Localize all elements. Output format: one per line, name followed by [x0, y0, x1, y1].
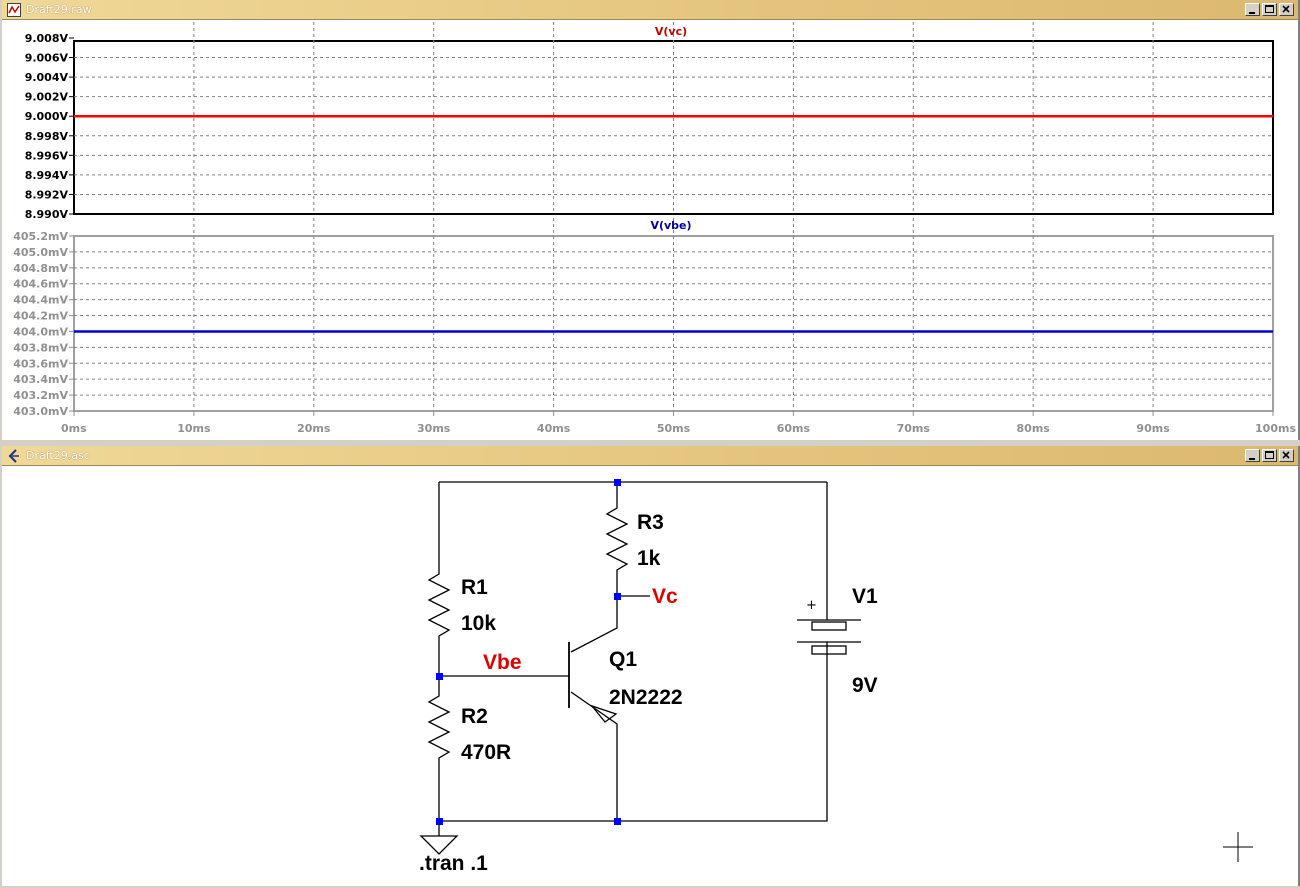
crosshair-cursor-icon: [1223, 832, 1253, 862]
close-button[interactable]: [1279, 3, 1294, 16]
q1-collector[interactable]: [570, 596, 618, 653]
vc-y-tick-label: 8.990V: [25, 208, 69, 221]
x-tick-label: 70ms: [897, 422, 931, 435]
x-tick-label: 80ms: [1017, 422, 1051, 435]
waveform-app-icon: [7, 3, 21, 17]
maximize-button[interactable]: [1262, 449, 1277, 462]
x-tick-label: 100ms: [1255, 422, 1296, 435]
schematic-canvas[interactable]: R1 10k R2 470R R3 1k Q1 2N2222 V1 9V + V…: [2, 466, 1298, 884]
x-tick-label: 60ms: [777, 422, 811, 435]
r2-name[interactable]: R2: [461, 705, 488, 728]
ground-icon[interactable]: [419, 835, 459, 855]
vbe-y-tick-label: 403.8mV: [13, 341, 68, 354]
x-tick-label: 90ms: [1136, 422, 1170, 435]
x-tick-label: 50ms: [657, 422, 691, 435]
net-label-vbe[interactable]: Vbe: [483, 651, 522, 674]
vbe-y-ticks: 405.2mV 405.0mV 404.8mV 404.6mV 404.4mV 404.2…: [13, 230, 74, 418]
vbe-y-tick-label: 403.4mV: [13, 373, 68, 386]
v1-plus-sign: +: [806, 598, 817, 613]
minimize-button[interactable]: [1245, 3, 1260, 16]
vc-y-ticks: 9.008V 9.006V 9.004V 9.002V 9.000V 8.998V 8.99…: [25, 32, 74, 221]
vc-y-tick-label: 9.006V: [25, 52, 69, 65]
vc-y-tick-label: 8.998V: [25, 130, 69, 143]
schematic-wires: [419, 481, 1253, 862]
schematic-app-icon: [8, 449, 19, 463]
vc-y-tick-label: 9.002V: [25, 91, 69, 104]
schematic-nodes: [436, 479, 621, 825]
v1-name[interactable]: V1: [852, 585, 878, 608]
r3-value[interactable]: 1k: [637, 547, 661, 570]
close-button[interactable]: [1279, 449, 1294, 462]
r1-name[interactable]: R1: [461, 576, 488, 599]
schematic-window-title: Draft29.asc: [26, 449, 90, 462]
minimize-icon: [1249, 458, 1255, 460]
wire-bottom[interactable]: [439, 650, 828, 822]
net-label-vc[interactable]: Vc: [652, 585, 678, 608]
x-tick-label: 10ms: [177, 422, 211, 435]
node-vbe[interactable]: [436, 673, 443, 680]
x-tick-label: 40ms: [537, 422, 571, 435]
resistor-r3[interactable]: [605, 482, 629, 596]
vc-pane[interactable]: 9.008V 9.006V 9.004V 9.002V 9.000V 8.998V 8.99…: [25, 22, 1274, 221]
minimize-button[interactable]: [1245, 449, 1260, 462]
v1-value[interactable]: 9V: [852, 674, 878, 697]
vbe-trace-label[interactable]: V(vbe): [650, 219, 691, 232]
vbe-y-tick-label: 403.0mV: [13, 405, 68, 418]
x-tick-label: 0ms: [61, 422, 87, 435]
minimize-icon: [1249, 12, 1255, 14]
q1-emitter[interactable]: [570, 691, 618, 821]
vc-y-tick-label: 8.996V: [25, 149, 69, 162]
vbe-y-tick-label: 405.2mV: [13, 230, 68, 243]
maximize-icon: [1265, 451, 1274, 459]
x-tick-label: 30ms: [417, 422, 451, 435]
spice-directive[interactable]: .tran .1: [419, 852, 488, 875]
close-icon: [1282, 5, 1290, 13]
maximize-button[interactable]: [1262, 3, 1277, 16]
resistor-r1[interactable]: [427, 568, 451, 646]
q1-name[interactable]: Q1: [609, 648, 637, 671]
vbe-y-tick-label: 404.6mV: [13, 278, 68, 291]
schematic-window: Draft29.asc: [0, 446, 1300, 886]
r3-name[interactable]: R3: [637, 511, 664, 534]
v1-cell-top: [811, 621, 847, 631]
vbe-y-tick-label: 403.6mV: [13, 357, 68, 370]
vbe-y-tick-label: 404.8mV: [13, 262, 68, 275]
waveform-window-title: Draft29.raw: [26, 3, 92, 16]
r2-value[interactable]: 470R: [461, 741, 511, 764]
vc-y-tick-label: 9.000V: [25, 110, 69, 123]
vbe-pane[interactable]: 405.2mV 405.0mV 404.8mV 404.6mV 404.4mV 404.2…: [13, 218, 1296, 435]
resistor-r2[interactable]: [427, 676, 451, 821]
vbe-y-tick-label: 404.0mV: [13, 325, 68, 338]
vbe-y-tick-label: 405.0mV: [13, 246, 68, 259]
v1-cell-bottom: [811, 645, 847, 655]
schematic-titlebar[interactable]: Draft29.asc: [2, 446, 1298, 466]
vc-y-tick-label: 9.004V: [25, 71, 69, 84]
vc-y-tick-label: 8.992V: [25, 188, 69, 201]
maximize-icon: [1265, 5, 1274, 13]
node-emitter[interactable]: [614, 818, 621, 825]
node-ground[interactable]: [436, 818, 443, 825]
r1-value[interactable]: 10k: [461, 612, 496, 635]
vbe-y-tick-label: 404.2mV: [13, 310, 68, 323]
node-vc[interactable]: [614, 593, 621, 600]
waveform-titlebar[interactable]: Draft29.raw: [2, 0, 1298, 20]
vc-y-tick-label: 9.008V: [25, 32, 69, 45]
q1-emitter-arrow: [590, 704, 618, 723]
vc-y-tick-label: 8.994V: [25, 169, 69, 182]
close-icon: [1282, 451, 1290, 459]
vbe-y-tick-label: 404.4mV: [13, 294, 68, 307]
vc-trace-label[interactable]: V(vc): [655, 25, 687, 38]
node-top[interactable]: [614, 479, 621, 486]
x-tick-label: 20ms: [297, 422, 331, 435]
waveform-plot-area[interactable]: 9.008V 9.006V 9.004V 9.002V 9.000V 8.998V 8.99…: [2, 20, 1298, 440]
q1-value[interactable]: 2N2222: [609, 686, 683, 709]
time-axis-ticks: 0ms 10ms 20ms 30ms 40ms 50ms 60ms 70ms 80ms 90ms 1…: [61, 411, 1296, 435]
vbe-y-tick-label: 403.2mV: [13, 389, 68, 402]
